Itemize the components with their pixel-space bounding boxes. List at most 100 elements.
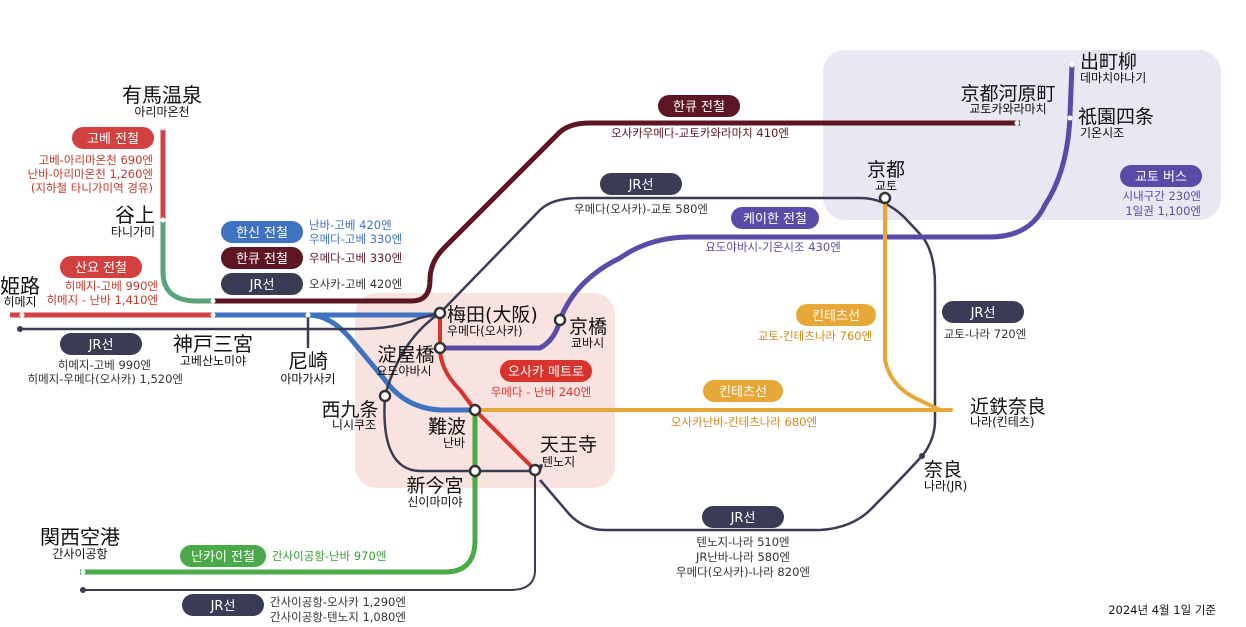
- kyobashi-label: 京橋: [569, 316, 607, 338]
- kitakobe-line: [160, 220, 213, 304]
- kawaramachi-label: 京都河原町: [960, 83, 1055, 105]
- sannomiya-marker[interactable]: [210, 298, 216, 304]
- bus-badge-text: 교토 버스: [1135, 170, 1187, 185]
- jr-himeji-end: [17, 326, 23, 332]
- sanyo-badge: [60, 256, 142, 278]
- metro-fare: 우메다 - 난바 240엔: [491, 385, 592, 399]
- kansai-label: 関西空港: [40, 525, 120, 549]
- hankyu-kobe-badge: [221, 247, 303, 269]
- kintetsu-kyoto-badge: [796, 304, 876, 326]
- umeda-marker[interactable]: [433, 306, 447, 320]
- sanyo-badge-text: 산요 전철: [75, 261, 127, 276]
- jr-loop-line: [383, 311, 543, 473]
- hankyu-kyoto-badge: [658, 95, 740, 117]
- namba-marker[interactable]: [468, 403, 482, 417]
- hankyu-kyoto-badge-text: 한큐 전철: [673, 100, 725, 115]
- jr-nara-line: [539, 455, 923, 532]
- hanshin-fare-2: 우메다-고베 330엔: [309, 232, 402, 246]
- kansai-marker[interactable]: [80, 569, 86, 575]
- jr-tennoji-badge: [702, 506, 784, 528]
- hanshin-namba-line: [307, 312, 475, 413]
- kyoto-sub: 교토: [875, 179, 897, 193]
- kyoto-label: 京都: [867, 159, 905, 181]
- umeda-label: 梅田(大阪): [447, 304, 538, 326]
- kansai-sub: 간사이공항: [52, 547, 107, 561]
- kintetsu-kyoto-fare: 교토-킨테츠나라 760엔: [758, 329, 872, 343]
- nankai-badge-text: 난카이 전철: [191, 550, 255, 565]
- jr-kyoto-badge: [600, 173, 682, 195]
- jr-kansai-badge: [182, 594, 264, 616]
- kyoto-marker[interactable]: [878, 191, 892, 205]
- nishikujo-marker[interactable]: [378, 389, 392, 403]
- jr-kansai-badge-text: JR선: [210, 599, 236, 614]
- tennoji-marker[interactable]: [528, 463, 542, 477]
- jr-tennoji-fare-1: 텐노지-나라 510엔: [696, 535, 789, 549]
- sannomiya-label: 神戸三宮: [173, 332, 253, 356]
- kansai-jr-marker[interactable]: [80, 587, 86, 593]
- keihan-fare: 요도야바시-기온시조 430엔: [705, 240, 841, 254]
- nishikujo-label: 西九条: [321, 399, 378, 421]
- shinimamiya-marker[interactable]: [468, 464, 482, 478]
- umeda-sub: 우메다(오사카): [447, 324, 523, 338]
- kobe-fare-3: (지하철 타니가미역 경유): [31, 181, 153, 195]
- kyobashi-marker[interactable]: [553, 313, 567, 327]
- kintetsunara-marker[interactable]: [952, 407, 958, 413]
- arima-sub: 아리마온천: [134, 104, 189, 119]
- yodoyabashi-marker[interactable]: [433, 341, 447, 355]
- bus-fare-2: 1일권 1,100엔: [1125, 204, 1201, 218]
- jr-kobe-badge-text: JR선: [249, 278, 275, 293]
- amagasaki-marker[interactable]: [305, 312, 311, 318]
- kawaramachi-marker[interactable]: [1014, 120, 1020, 126]
- kintetsu-nara-fare: 오사카난바-킨테츠나라 680엔: [671, 415, 817, 429]
- keihan-badge-text: 케이한 전철: [743, 212, 807, 227]
- sannomiya-sub: 고베산노미야: [180, 354, 246, 368]
- gionshijo-marker[interactable]: [1067, 115, 1073, 121]
- keihan-badge: [731, 207, 819, 229]
- shinimamiya-label: 新今宮: [406, 475, 463, 497]
- nishikujo-sub: 니시쿠조: [332, 418, 376, 432]
- namba-sub: 난바: [443, 436, 465, 450]
- arima-marker[interactable]: [160, 125, 166, 131]
- kintetsu-nara-badge: [703, 380, 783, 402]
- jr-himeji-badge: [60, 333, 142, 355]
- jr-kyoto-line: [439, 196, 937, 457]
- hanshin-badge-text: 한신 전철: [236, 226, 288, 241]
- nankai-badge: [180, 545, 266, 567]
- hankyu-line: [213, 120, 1020, 304]
- demachiyanagi-marker[interactable]: [1069, 62, 1075, 68]
- jr-nara-fare: 교토-나라 720엔: [944, 327, 1027, 341]
- kobe-fare-2: 난바-아리마온천 1,260엔: [28, 167, 153, 181]
- himeji-sub: 히메지: [3, 295, 36, 309]
- kobe-fare-1: 고베-아리마온천 690엔: [39, 153, 153, 167]
- hankyu-kyoto-fare: 오사카우메다-교토카와라마치 410엔: [611, 126, 789, 140]
- bus-badge: [1120, 165, 1202, 187]
- gionshijo-sub: 기온시조: [1080, 126, 1124, 140]
- hanshin-fare-1: 난바-고베 420엔: [309, 218, 392, 232]
- nara-sub: 나라(JR): [924, 479, 967, 493]
- demachiyanagi-sub: 데마치야나기: [1080, 71, 1146, 85]
- jr-himeji-fare-1: 히메지-고베 990엔: [58, 358, 151, 372]
- jr-tennoji-fare-3: 우메다(오사카)-나라 820엔: [676, 565, 810, 579]
- metro-badge-text: 오사카 메트로: [508, 365, 584, 380]
- yodoyabashi-sub: 요도야바시: [376, 364, 431, 378]
- jr-nara-badge: [942, 301, 1024, 323]
- kintetsunara-label: 近鉄奈良: [970, 396, 1046, 418]
- jr-nara-badge-text: JR선: [970, 306, 996, 321]
- hanshin-badge: [221, 221, 303, 243]
- yodoyabashi-label: 淀屋橋: [377, 344, 434, 366]
- tanigami-marker[interactable]: [160, 217, 166, 223]
- jr-kyoto-fare: 우메다(오사카)-교토 580엔: [574, 202, 708, 216]
- jr-tennoji-fare-2: JR난바-나라 580엔: [695, 550, 790, 564]
- kobe-badge: [72, 127, 154, 149]
- metro-badge: [500, 360, 592, 382]
- sannomiya-marker-2[interactable]: [210, 312, 216, 318]
- tanigami-label: 谷上: [115, 203, 155, 227]
- hankyu-kobe-badge-text: 한큐 전철: [236, 252, 288, 267]
- himeji-marker[interactable]: [19, 312, 25, 318]
- jr-kyoto-badge-text: JR선: [628, 178, 654, 193]
- amagasaki-sub: 아마가사키: [280, 372, 335, 386]
- nara-marker[interactable]: [919, 453, 925, 459]
- shinimamiya-sub: 신이마미야: [407, 495, 462, 509]
- arima-label: 有馬温泉: [122, 83, 202, 107]
- kobe-badge-text: 고베 전철: [87, 132, 139, 147]
